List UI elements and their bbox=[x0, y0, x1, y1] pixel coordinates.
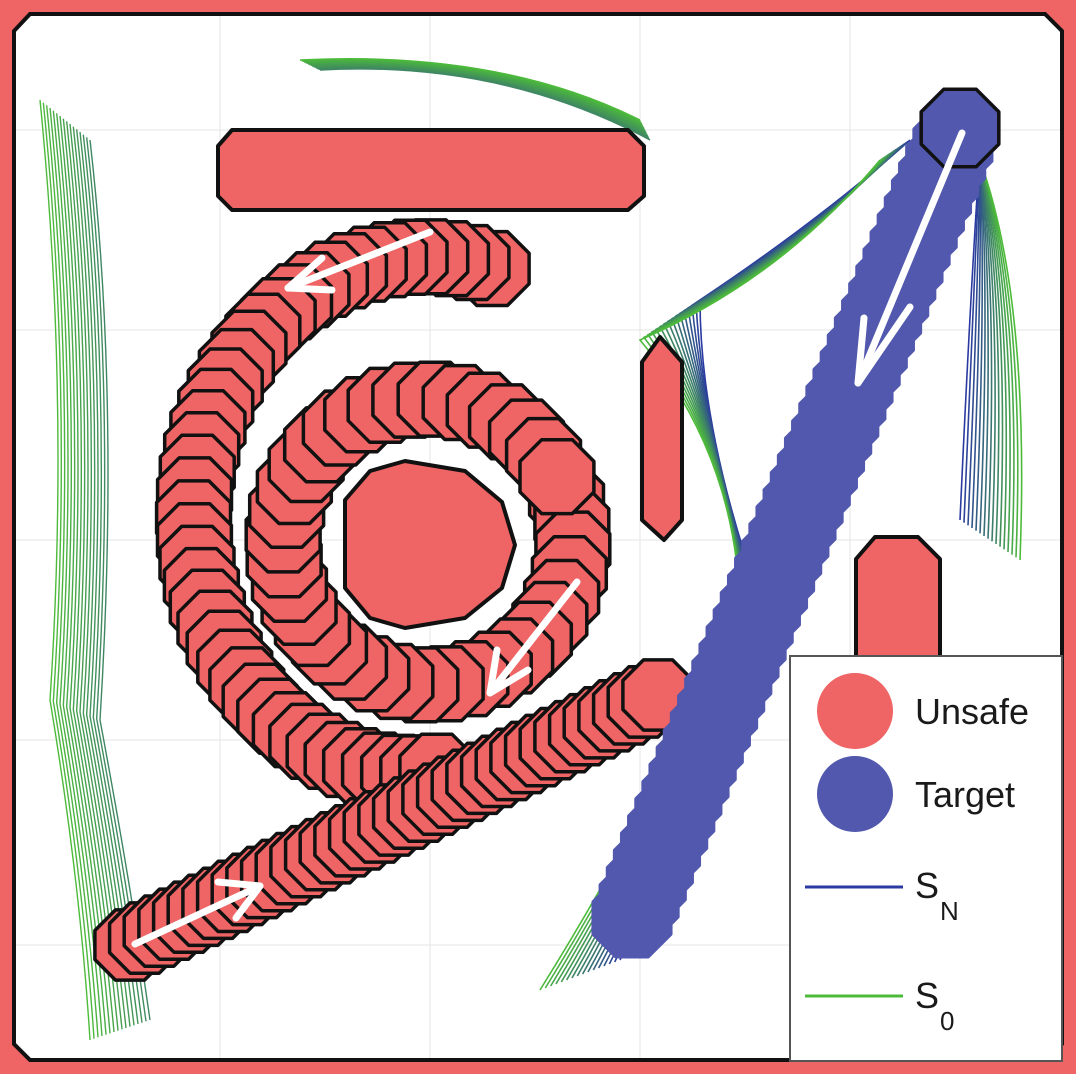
top-bar-obstacle bbox=[216, 128, 646, 212]
unsafe-obstacles bbox=[216, 128, 942, 666]
moving-arc-obstacle bbox=[154, 218, 531, 812]
unsafe-legend-label: Unsafe bbox=[915, 691, 1029, 732]
legend-box bbox=[789, 655, 1063, 1062]
s0-legend-subscript: 0 bbox=[940, 1006, 954, 1036]
bottom-column-obstacle bbox=[854, 535, 942, 666]
motion-arrows bbox=[131, 129, 966, 948]
moving-bar-obstacle bbox=[93, 658, 695, 982]
arc-arrow bbox=[284, 228, 434, 294]
sn-legend-subscript: N bbox=[940, 896, 959, 926]
moving-ring-obstacle bbox=[244, 360, 612, 724]
target-final bbox=[919, 87, 1001, 169]
target-legend-label: Target bbox=[915, 774, 1015, 815]
ring-segment bbox=[518, 437, 596, 516]
ring-arrow bbox=[486, 578, 581, 697]
bar-arrow bbox=[131, 878, 264, 948]
target-sweep bbox=[591, 87, 1001, 959]
unsafe-legend-swatch bbox=[817, 673, 893, 749]
sn-legend-label: S bbox=[915, 865, 939, 906]
target-arrow bbox=[854, 129, 966, 387]
legend: Unsafe Target S N S 0 bbox=[789, 655, 1063, 1062]
level-set-contours bbox=[39, 58, 1023, 1041]
central-disk-obstacle bbox=[343, 459, 517, 630]
right-pill-obstacle bbox=[640, 335, 684, 542]
target-legend-swatch bbox=[817, 756, 893, 832]
s0-legend-label: S bbox=[915, 975, 939, 1016]
